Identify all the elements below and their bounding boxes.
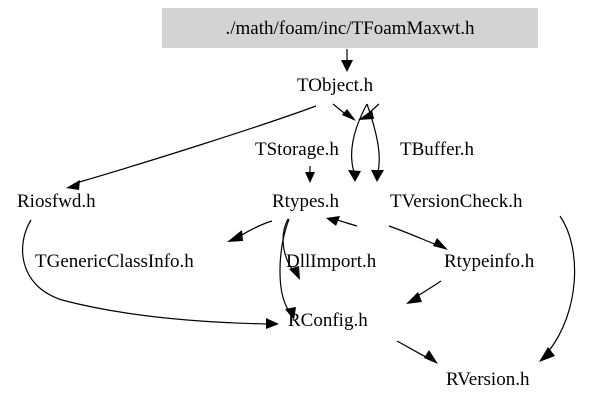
node-rconfig-label: RConfig.h — [288, 310, 368, 331]
arrowhead-tversioncheck-to-rtypes — [326, 216, 340, 226]
node-riosfwd-label: Riosfwd.h — [17, 191, 96, 212]
node-root-label: ./math/foam/inc/TFoamMaxwt.h — [225, 17, 475, 39]
edge-tversioncheck-to-rtypeinfo — [388, 225, 438, 246]
node-tgenericclassinfo-label: TGenericClassInfo.h — [35, 251, 194, 272]
edge-tobject-to-tversioncheck — [366, 103, 380, 173]
node-rconfig[interactable]: RConfig.h — [288, 311, 368, 330]
edge-rtypeinfo-to-rconfig — [415, 280, 442, 298]
arrowhead-tversioncheck-to-rtypeinfo — [433, 238, 448, 250]
edge-riosfwd-to-rconfig — [21, 219, 269, 325]
arrowhead-rtypes-to-tgenericclassinfo — [227, 230, 243, 242]
edge-tversioncheck-to-rtypes — [336, 219, 358, 227]
arrowhead-tobject-to-rtypes — [348, 170, 361, 182]
node-rtypes-label: Rtypes.h — [272, 191, 340, 212]
arrowhead-tobject-to-tbuffer — [358, 110, 374, 120]
node-root-tfoammaxwt[interactable]: ./math/foam/inc/TFoamMaxwt.h — [162, 8, 538, 48]
node-tobject[interactable]: TObject.h — [297, 76, 373, 95]
edge-tobject-to-rtypes — [351, 103, 368, 173]
edge-tversioncheck-to-rversion — [547, 215, 576, 353]
arrowhead-tobject-to-tversioncheck — [371, 170, 384, 182]
arrowhead-root-to-tobject — [341, 60, 353, 72]
arrowhead-tstorage-to-rtypes — [305, 172, 315, 183]
node-rversion-label: RVersion.h — [446, 369, 530, 390]
node-rtypeinfo[interactable]: Rtypeinfo.h — [444, 252, 534, 271]
edge-rtypes-to-tgenericclassinfo — [239, 220, 273, 237]
arrowhead-rconfig-to-rversion — [424, 350, 438, 364]
arrowhead-tversioncheck-to-rversion — [539, 347, 555, 362]
node-riosfwd[interactable]: Riosfwd.h — [17, 192, 96, 211]
node-dllimport[interactable]: DllImport.h — [286, 252, 376, 271]
node-rversion[interactable]: RVersion.h — [446, 370, 529, 389]
edge-tobject-to-tstorage — [332, 103, 345, 114]
arrowhead-tobject-to-tstorage — [342, 109, 356, 121]
node-dllimport-label: DllImport.h — [286, 251, 377, 272]
node-tstorage-label: TStorage.h — [255, 139, 339, 160]
node-tgenericclassinfo[interactable]: TGenericClassInfo.h — [35, 252, 194, 271]
node-tstorage[interactable]: TStorage.h — [255, 140, 339, 159]
node-rtypeinfo-label: Rtypeinfo.h — [444, 251, 535, 272]
node-tbuffer-label: TBuffer.h — [400, 139, 475, 160]
arrowhead-riosfwd-to-rconfig — [266, 318, 279, 329]
node-tversioncheck[interactable]: TVersionCheck.h — [390, 192, 522, 211]
edge-rconfig-to-rversion — [396, 340, 429, 359]
node-tbuffer[interactable]: TBuffer.h — [400, 140, 474, 159]
edge-tobject-to-tbuffer — [369, 103, 380, 113]
node-tobject-label: TObject.h — [297, 75, 374, 96]
node-rtypes[interactable]: Rtypes.h — [272, 192, 339, 211]
arrowhead-rtypeinfo-to-rconfig — [406, 292, 422, 304]
node-tversioncheck-label: TVersionCheck.h — [390, 191, 523, 212]
arrowhead-tobject-to-riosfwd — [66, 180, 80, 190]
